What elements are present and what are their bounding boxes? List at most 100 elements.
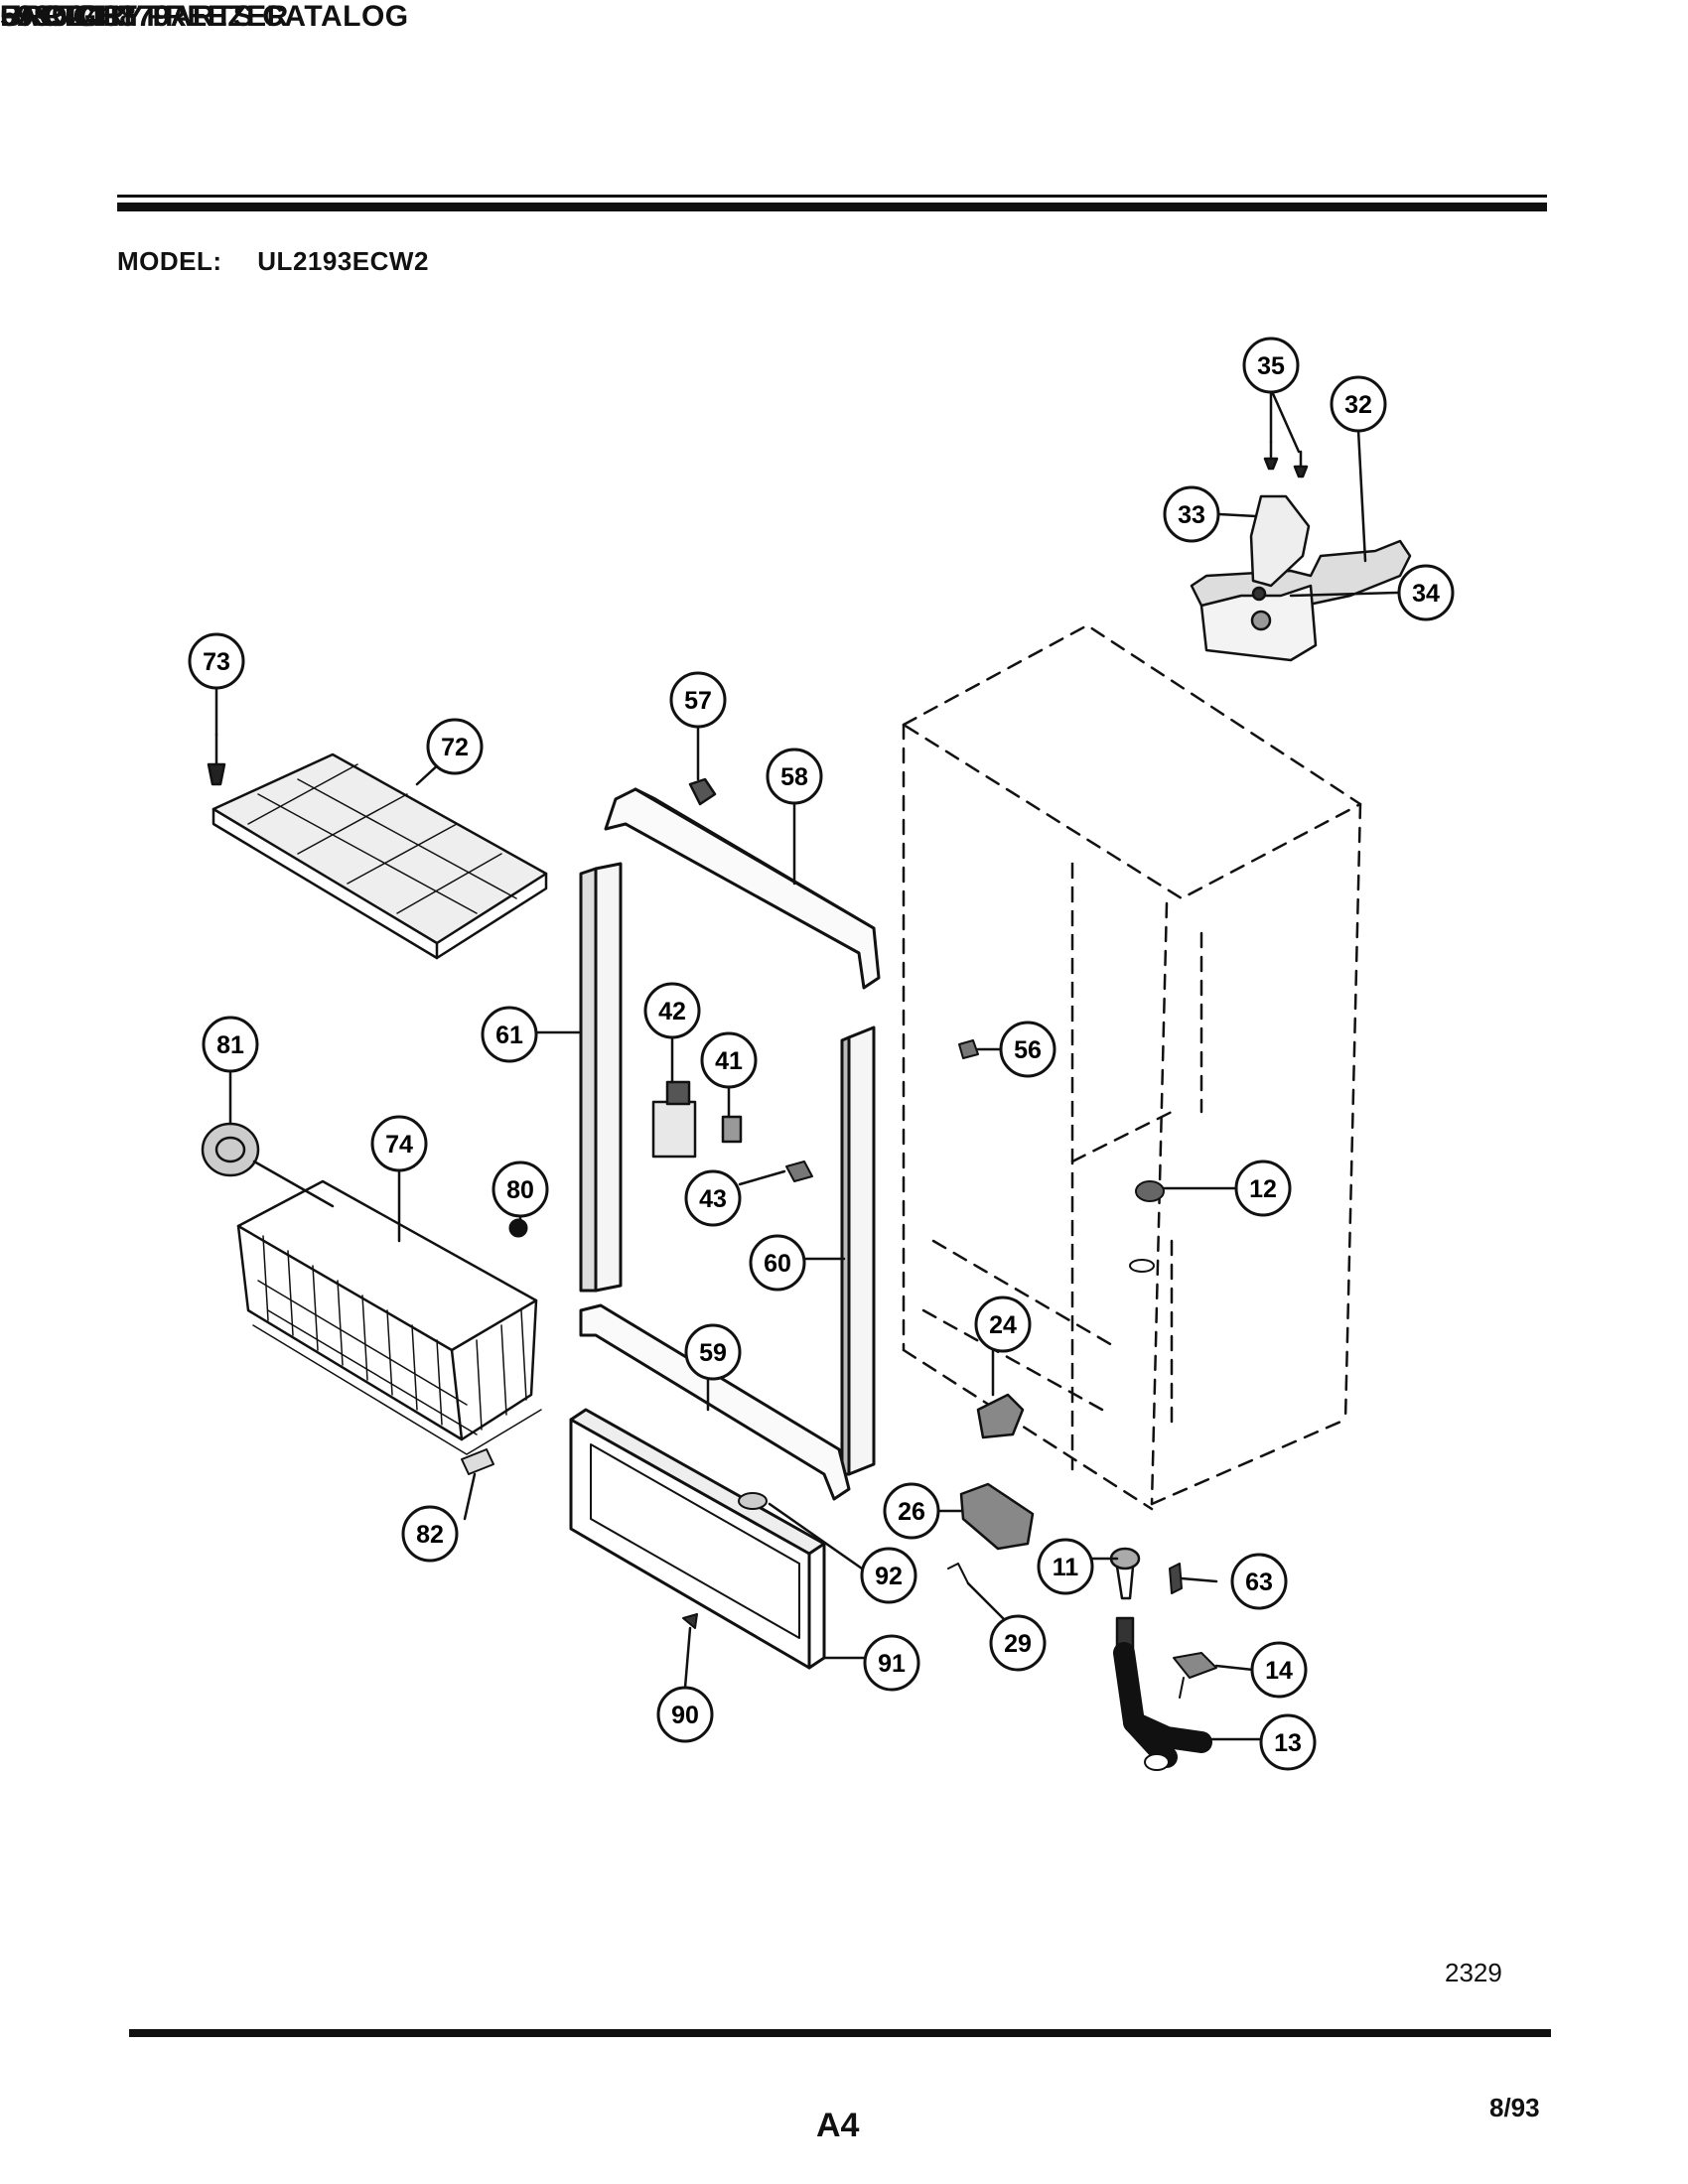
callout-80: 80: [492, 1160, 549, 1218]
part-41-cap: [721, 1115, 743, 1144]
part-81-knob: [201, 1122, 335, 1208]
svg-text:42: 42: [658, 998, 686, 1025]
part-56-plug: [958, 1039, 979, 1059]
svg-text:34: 34: [1412, 580, 1440, 608]
drawing-number: 2329: [1445, 1958, 1502, 1987]
callout-26: 26: [883, 1482, 940, 1540]
part-90-screw: [682, 1613, 698, 1629]
leader-lines: [214, 387, 1400, 1741]
part-12-button: [1129, 1180, 1165, 1273]
part-60-right-gasket: [840, 1025, 876, 1476]
part-91-grille: [569, 1408, 826, 1670]
callout-58: 58: [766, 748, 823, 805]
svg-text:58: 58: [780, 763, 808, 791]
svg-text:82: 82: [416, 1521, 444, 1549]
callout-60: 60: [749, 1234, 806, 1292]
part-63-screw: [1169, 1563, 1183, 1594]
part-29-pin: [947, 1563, 969, 1584]
svg-text:60: 60: [764, 1250, 791, 1278]
svg-text:72: 72: [441, 734, 469, 761]
svg-text:33: 33: [1178, 501, 1205, 529]
svg-text:74: 74: [385, 1131, 413, 1159]
part-61-left-gasket: [579, 862, 623, 1293]
callout-13: 13: [1259, 1713, 1317, 1771]
cabinet-outline: [902, 623, 1362, 1511]
part-92-clip: [738, 1492, 768, 1510]
callout-35: 35: [1242, 337, 1300, 394]
svg-text:92: 92: [875, 1563, 903, 1590]
callout-61: 61: [481, 1006, 538, 1063]
callout-91: 91: [863, 1634, 920, 1692]
svg-text:13: 13: [1274, 1729, 1302, 1757]
callout-43: 43: [684, 1169, 742, 1227]
callout-72: 72: [426, 718, 484, 775]
svg-text:26: 26: [898, 1498, 925, 1526]
callout-81: 81: [202, 1016, 259, 1073]
svg-text:91: 91: [878, 1650, 906, 1678]
svg-text:56: 56: [1014, 1036, 1042, 1064]
part-43-bracket: [785, 1160, 813, 1182]
part-13-drain-hose: [1113, 1642, 1212, 1771]
callout-57: 57: [669, 671, 727, 729]
callout-73: 73: [188, 632, 245, 690]
part-14-clamp: [1173, 1652, 1217, 1699]
svg-text:80: 80: [506, 1176, 534, 1204]
callout-42: 42: [643, 982, 701, 1039]
callout-82: 82: [401, 1505, 459, 1563]
svg-text:81: 81: [216, 1031, 244, 1059]
svg-text:59: 59: [699, 1339, 727, 1367]
part-72-shelf: [211, 752, 548, 960]
part-58-top-gasket: [604, 787, 881, 990]
catalog-number: 5995243879: [0, 0, 171, 33]
callout-29: 29: [989, 1614, 1047, 1672]
part-82-clip: [461, 1448, 494, 1475]
callout-12: 12: [1234, 1160, 1292, 1217]
part-57-clip: [688, 777, 717, 806]
callout-74: 74: [370, 1115, 428, 1172]
svg-text:57: 57: [684, 687, 712, 715]
callout-41: 41: [700, 1031, 758, 1089]
callout-63: 63: [1230, 1553, 1288, 1610]
svg-text:12: 12: [1249, 1175, 1277, 1203]
svg-text:43: 43: [699, 1185, 727, 1213]
part-80-bumper: [508, 1218, 528, 1238]
callout-24: 24: [974, 1296, 1032, 1353]
catalog-title: FACTORY PARTS CATALOG: [0, 0, 409, 33]
svg-text:61: 61: [495, 1022, 523, 1049]
svg-text:11: 11: [1053, 1554, 1079, 1581]
footer-rule: [129, 2029, 1551, 2037]
part-24-latch: [976, 1393, 1025, 1439]
callout-34: 34: [1397, 564, 1455, 621]
svg-text:73: 73: [203, 648, 230, 676]
brand: BROICH: [0, 0, 121, 33]
model-line: MODEL: UL2193ECW2: [117, 246, 429, 277]
svg-text:32: 32: [1344, 391, 1372, 419]
callout-32: 32: [1330, 375, 1387, 433]
part-73-screw: [207, 733, 226, 786]
callout-56: 56: [999, 1021, 1056, 1078]
svg-text:14: 14: [1265, 1657, 1293, 1685]
callout-33: 33: [1163, 485, 1220, 543]
top-hinge-assembly: [1190, 440, 1412, 662]
svg-text:41: 41: [715, 1047, 743, 1075]
svg-text:35: 35: [1257, 352, 1285, 380]
header-rule-thick: [117, 203, 1547, 211]
part-42-switch: [651, 1080, 697, 1159]
part-26-hinge: [959, 1482, 1035, 1551]
page-id: A4: [816, 2107, 860, 2144]
part-11-drain-fitting: [1109, 1547, 1141, 1652]
svg-text:63: 63: [1245, 1569, 1273, 1596]
svg-text:29: 29: [1004, 1630, 1032, 1658]
header-rule-thin: [117, 195, 1547, 198]
svg-text:90: 90: [671, 1702, 699, 1729]
part-59-bottom-gasket: [579, 1303, 851, 1501]
callout-90: 90: [656, 1686, 714, 1743]
callout-92: 92: [860, 1547, 917, 1604]
svg-text:24: 24: [989, 1311, 1017, 1339]
callout-14: 14: [1250, 1641, 1308, 1699]
callout-59: 59: [684, 1323, 742, 1381]
callouts: 35 32 33 34 73 72 57 58 61 42 41 56 81 7…: [188, 337, 1455, 1771]
model-number: UL2193ECW2: [257, 246, 429, 276]
revision-date: 8/93: [1489, 2093, 1540, 2122]
